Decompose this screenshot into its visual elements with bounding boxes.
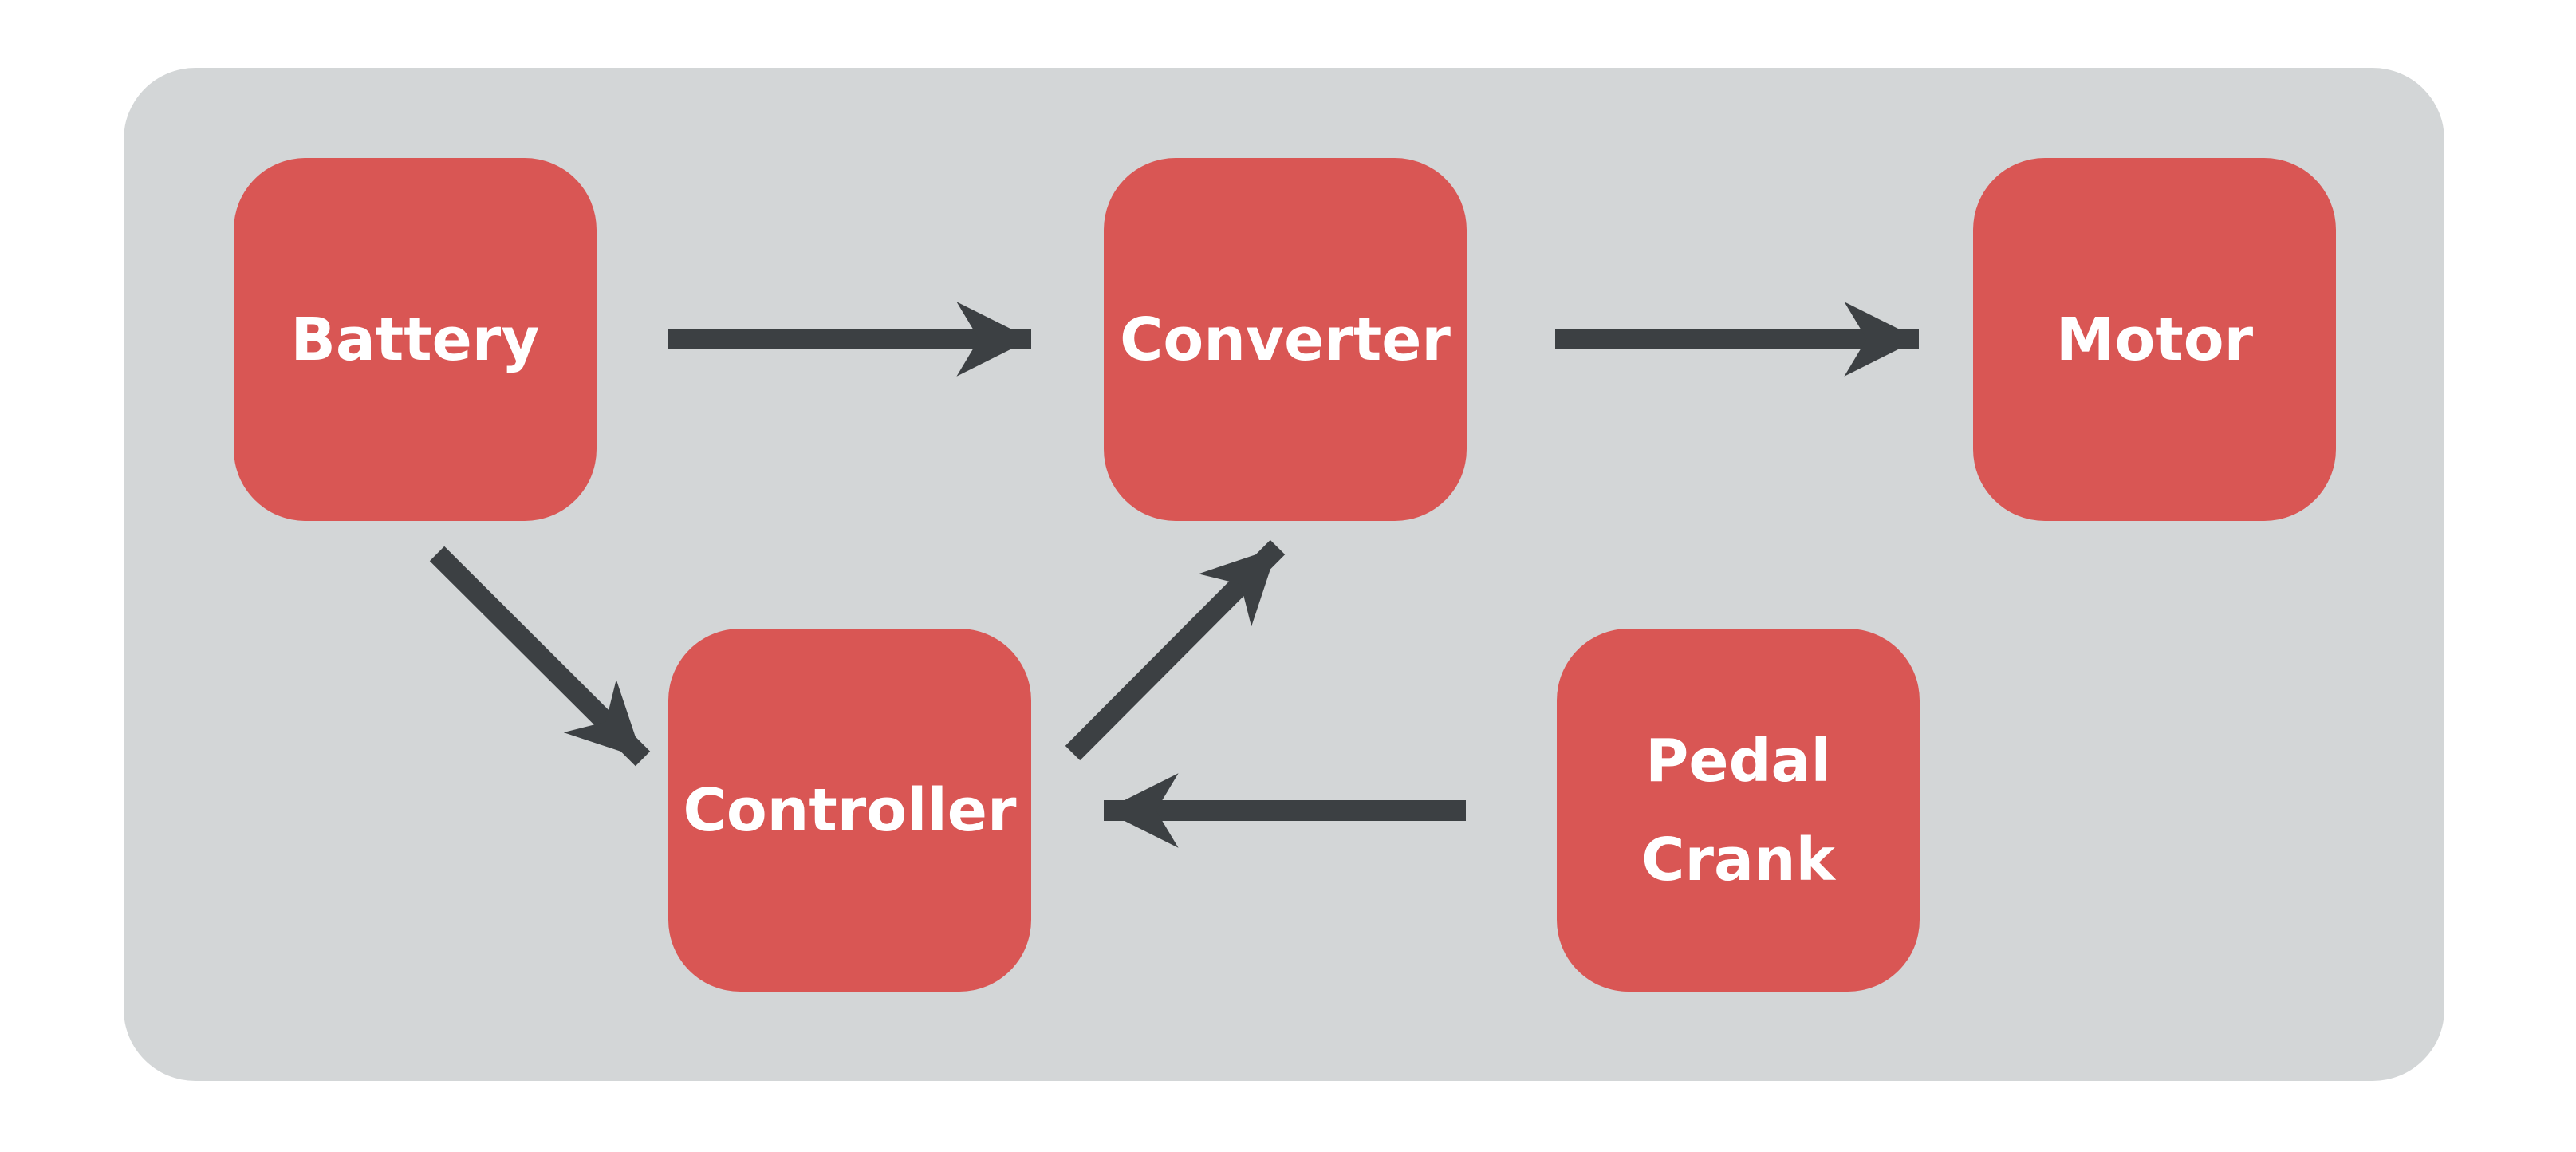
node-pedal-crank: Pedal Crank (1557, 629, 1920, 992)
node-motor-label: Motor (2055, 305, 2254, 374)
arrow-battery-to-controller (429, 546, 651, 767)
arrow-controller-to-converter (1065, 539, 1286, 761)
node-converter-label: Converter (1120, 305, 1451, 374)
node-battery: Battery (234, 158, 597, 521)
node-controller-label: Controller (683, 775, 1017, 845)
node-pedal-crank-label: Pedal Crank (1641, 726, 1835, 894)
node-controller: Controller (668, 629, 1031, 992)
node-battery-label: Battery (290, 305, 540, 374)
node-motor: Motor (1973, 158, 2336, 521)
node-converter: Converter (1104, 158, 1467, 521)
